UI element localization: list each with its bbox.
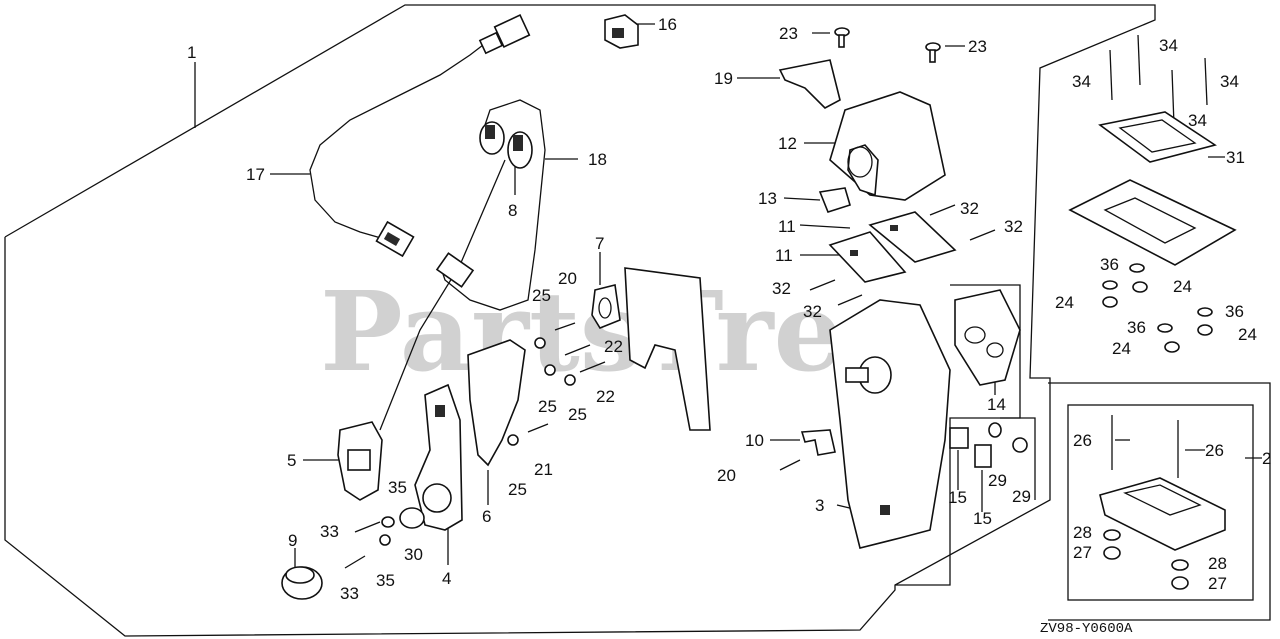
plate-14 [954,289,1021,386]
callout-25c: 25 [568,405,587,424]
housing-5 [337,421,383,501]
callout-36b: 36 [1225,302,1244,321]
gasket-sheet [624,267,711,431]
callout-12: 12 [778,134,797,153]
callout-9: 9 [288,531,297,550]
callout-10: 10 [745,431,764,450]
callout-24a: 24 [1173,277,1192,296]
bolt-32 [809,204,996,306]
callout-34d: 34 [1188,111,1207,130]
callout-24c: 24 [1238,325,1257,344]
small-hardware [344,322,606,569]
assembly-outline-1 [4,4,1156,637]
callout-20a: 20 [558,269,577,288]
callout-2: 2 [1262,449,1271,468]
callout-labels: 1 2 3 4 5 6 7 8 9 10 11 11 12 13 14 15 1… [187,15,1271,603]
screw-20 [779,459,801,471]
diagram-code: ZV98-Y0600A [1040,621,1133,637]
clip-16 [604,14,639,49]
gasket-plate [1068,179,1237,266]
assembly-frame-2 [1067,404,1254,601]
callout-15a: 15 [948,488,967,507]
callout-28a: 28 [1073,523,1092,542]
callout-22b: 22 [596,387,615,406]
callout-32a: 32 [960,199,979,218]
clip-15 [949,427,992,468]
bracket-6 [467,339,526,467]
callout-26a: 26 [1073,431,1092,450]
callout-5: 5 [287,451,296,470]
watermark: PartsTree [320,267,914,396]
callout-29a: 29 [988,471,1007,490]
callout-32d: 32 [803,302,822,321]
callout-34b: 34 [1072,72,1091,91]
callout-35a: 35 [388,478,407,497]
callout-21: 21 [534,460,553,479]
callout-33a: 33 [320,522,339,541]
callout-24b: 24 [1055,293,1074,312]
screw-23 [834,27,941,63]
callout-8: 8 [508,201,517,220]
bolt-34 [1109,34,1208,126]
lever-arm-4 [414,383,463,531]
callout-16: 16 [658,15,677,34]
assembly-outline-2 [1048,382,1271,621]
callout-18: 18 [588,150,607,169]
nuts-washers [1102,263,1213,353]
callout-29b: 29 [1012,487,1031,506]
knob-9 [281,566,323,600]
callout-22a: 22 [604,337,623,356]
callout-11b: 11 [775,246,793,265]
callout-30: 30 [404,545,423,564]
callout-31: 31 [1226,148,1245,167]
callout-36a: 36 [1100,255,1119,274]
callout-15b: 15 [973,509,992,528]
callout-25d: 25 [508,480,527,499]
callout-14: 14 [987,395,1006,414]
cable-18 [379,99,546,431]
callout-33b: 33 [340,584,359,603]
callout-23b: 23 [968,37,987,56]
callout-19: 19 [714,69,733,88]
callout-4: 4 [442,569,451,588]
callout-13: 13 [758,189,777,208]
callout-34a: 34 [1159,36,1178,55]
callout-34c: 34 [1220,72,1239,91]
callout-26b: 26 [1205,441,1224,460]
gasket-31 [1098,111,1217,163]
callout-36c: 36 [1127,318,1146,337]
leader-lines [194,23,1262,570]
washer-30 [399,507,425,529]
callout-35b: 35 [376,571,395,590]
callout-32c: 32 [772,279,791,298]
callout-25b: 25 [538,397,557,416]
callout-7: 7 [595,234,604,253]
bracket-10 [800,429,836,456]
clip-13 [818,187,851,213]
callout-28b: 28 [1208,554,1227,573]
washer-29 [988,422,1028,453]
callout-3: 3 [815,496,824,515]
control-case-3 [829,299,951,549]
callout-11a: 11 [778,217,796,236]
callout-32b: 32 [1004,217,1023,236]
grommet-7 [591,284,621,329]
callout-20b: 20 [717,466,736,485]
sub-assembly-2-parts [1099,415,1226,590]
callout-23a: 23 [779,24,798,43]
control-group-outline [895,284,1021,586]
callout-1: 1 [187,43,196,62]
callout-25a: 25 [532,286,551,305]
bracket-11 [828,211,957,283]
cover-12 [829,91,946,201]
callout-27b: 27 [1208,574,1227,593]
callout-24d: 24 [1112,339,1131,358]
callout-17: 17 [246,165,265,184]
tape-19 [778,59,841,109]
wire-harness-17 [309,14,531,258]
callout-27a: 27 [1073,543,1092,562]
bracket-group-outline [1000,417,1036,500]
callout-6: 6 [482,507,491,526]
